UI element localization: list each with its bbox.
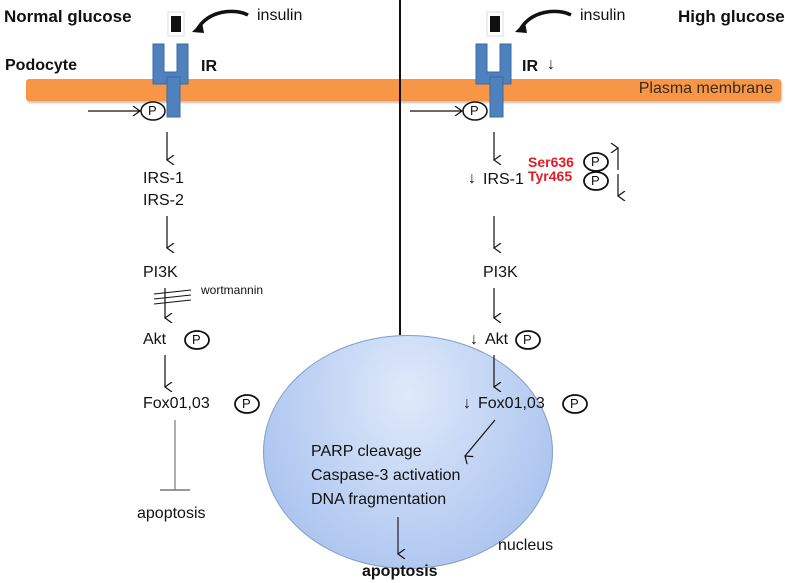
nucleus-event-dna: DNA fragmentation [311,491,447,508]
ser636-label: Ser636 [528,154,574,170]
irs1-label-left: IRS-1 [143,170,184,187]
ir-decrease-icon: ↓ [547,56,555,73]
phospho-circle-ser636 [583,152,609,172]
insulin-label-left: insulin [257,7,303,24]
phospho-circle-akt-left [184,330,210,350]
phospho-text-akt-left: P [192,332,201,347]
irs2-label-left: IRS-2 [143,192,184,209]
phospho-text-akt-right: P [523,332,532,347]
phospho-text-ir-left: P [148,103,157,118]
plasma-membrane-label: Plasma membrane [638,80,773,97]
akt-label-right: Akt [485,331,509,348]
binding-arrow-right [518,9,572,31]
cell-label: Podocyte [5,57,78,74]
panel-title-high: High glucose [678,7,785,26]
phospho-text-ser636: P [591,154,600,169]
insulin-receptor-right [475,9,572,118]
tyr465-label: Tyr465 [528,168,573,184]
phospho-circle-akt-right [515,330,541,350]
phospho-circle-ir-left [140,101,166,121]
akt-label-left: Akt [143,331,167,348]
nucleus-event-caspase: Caspase-3 activation [311,467,461,484]
apoptosis-label-left: apoptosis [137,505,206,522]
apoptosis-label-right: apoptosis [362,563,438,580]
fox-decrease-icon: ↓ [463,395,471,412]
phospho-circle-fox-right [562,394,588,414]
ir-label-left: IR [201,58,217,75]
ir-label-right: IR [522,58,538,75]
inhibition-bar-icon [160,420,190,491]
pi3k-label-left: PI3K [143,264,178,281]
wortmannin-label: wortmannin [201,283,264,297]
insulin-label-right: insulin [580,7,626,24]
arrow-fox-to-nucleus [465,419,496,456]
phospho-text-ir-right: P [470,103,479,118]
phospho-text-tyr465: P [591,173,600,188]
panel-divider [399,0,401,335]
phospho-text-fox-right: P [570,396,579,411]
plasma-membrane: Plasma membrane [26,79,781,101]
phospho-circle-ir-right [462,101,488,121]
fox-label-left: Fox01,03 [143,395,210,412]
insulin-molecule-left [171,16,181,32]
binding-arrow-left [195,9,249,31]
pi3k-label-right: PI3K [483,264,518,281]
phospho-circle-fox-left [234,394,260,414]
akt-decrease-icon: ↓ [470,331,478,348]
insulin-molecule-right [490,16,500,32]
insulin-receptor-left [152,9,249,118]
wortmannin-block-icon [153,289,192,305]
panel-title-normal: Normal glucose [4,7,132,26]
nucleus [263,335,553,569]
phospho-circle-tyr465 [583,171,609,191]
phospho-text-fox-left: P [242,396,251,411]
irs1-label-right: IRS-1 [483,171,524,188]
irs1-decrease-icon: ↓ [468,170,476,187]
fox-label-right: Fox01,03 [478,395,545,412]
nucleus-event-parp: PARP cleavage [311,443,422,460]
nucleus-label: nucleus [498,537,554,554]
